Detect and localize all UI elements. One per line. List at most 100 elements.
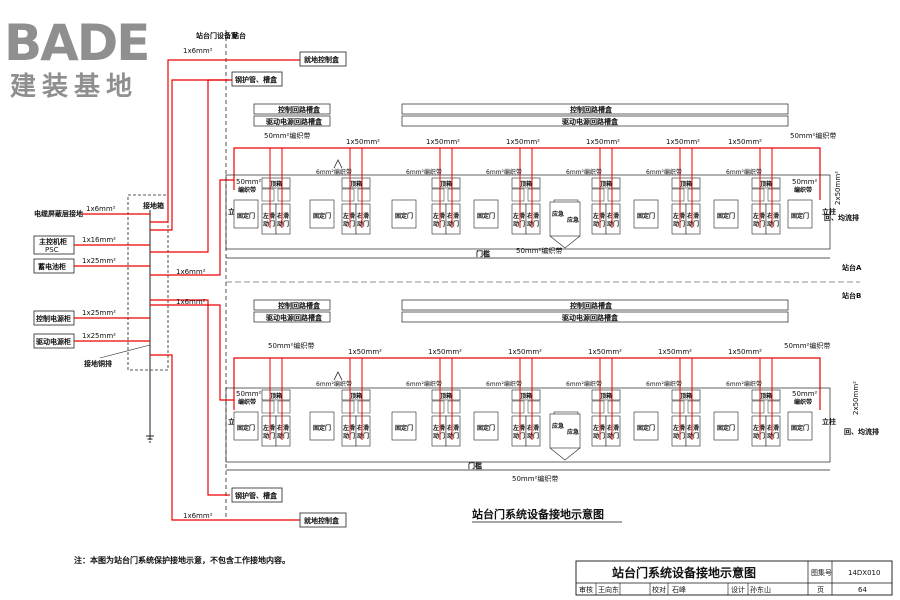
- sliding-sub-label: 动门: [447, 220, 459, 228]
- emergency-door: [549, 413, 581, 449]
- platform-a-label: 站台A: [842, 263, 862, 272]
- top-box-label: 顶箱: [350, 180, 362, 188]
- cable-label-psc: 1x16mm²: [82, 236, 116, 244]
- braid-6mm-label: 6mm²编织带: [486, 168, 522, 176]
- cable-a-2: 1x50mm²: [426, 138, 460, 146]
- fixed-door: [713, 411, 739, 441]
- sliding-sub-label: 动门: [593, 220, 605, 228]
- psc-label-line2: PSC: [45, 246, 59, 254]
- fixed-door-label: 固定门: [313, 212, 331, 220]
- lamp-box: [431, 400, 445, 414]
- top-box-label: 顶箱: [600, 180, 612, 188]
- top-box: [671, 389, 701, 401]
- cable-label-drive: 1x25mm²: [82, 332, 116, 340]
- ground-bar-label: 接地铜排: [84, 359, 112, 368]
- atlas-number: 14DX010: [848, 569, 880, 577]
- designer-name: 孙东山: [750, 585, 771, 594]
- lamp-box: [527, 188, 541, 202]
- cable-label-ctrl: 1x25mm²: [82, 309, 116, 317]
- top-box-label: 顶箱: [440, 180, 452, 188]
- top-box: [261, 177, 291, 189]
- lamp-box: [527, 400, 541, 414]
- sliding-door-right: [355, 203, 371, 235]
- cable-b-6: 1x50mm²: [728, 348, 762, 356]
- cable-a-5: 1x50mm²: [666, 138, 700, 146]
- lamp-box: [431, 188, 445, 202]
- ground-box-label: 接地箱: [143, 201, 164, 210]
- lamp-box: [357, 400, 371, 414]
- title-block-title: 站台门系统设备接地示意图: [612, 565, 756, 580]
- emergency-label-2: 应急: [567, 428, 579, 436]
- braid-end-head: 50mm²: [792, 390, 818, 398]
- braid-6mm-label: 6mm²编织带: [726, 168, 762, 176]
- sliding-right-label: 右滑: [526, 424, 539, 432]
- zone-equipment-room: 站台门设备室: [196, 31, 238, 40]
- cable-b-4: 1x50mm²: [588, 348, 622, 356]
- sliding-sub-label: 动门: [513, 220, 525, 228]
- sliding-sub-label: 动门: [753, 432, 765, 440]
- reviewer-name: 王向东: [598, 585, 619, 594]
- sliding-sub-label: 动门: [767, 432, 779, 440]
- fixed-door: [633, 199, 659, 229]
- emergency-label: 应急: [552, 422, 564, 430]
- fixed-door: [473, 411, 499, 441]
- sliding-door-right: [765, 415, 781, 447]
- sliding-left-label: 左滑: [342, 212, 355, 220]
- cable-label-battery: 1x25mm²: [82, 257, 116, 265]
- braid-b-right: 50mm²编织带: [784, 341, 830, 350]
- fixed-door-label: 固定门: [313, 424, 331, 432]
- fixed-door: [391, 411, 417, 441]
- psc-label-line1: 主控机柜: [39, 237, 67, 246]
- sliding-left-label: 左滑: [752, 424, 765, 432]
- braid-6mm-label: 6mm²编织带: [316, 168, 352, 176]
- lamp-box: [767, 400, 781, 414]
- fixed-door-label: 固定门: [477, 424, 495, 432]
- sliding-sub-label: 动门: [343, 432, 355, 440]
- fixed-door-label: 固定门: [477, 212, 495, 220]
- sliding-left-label: 左滑: [262, 212, 275, 220]
- cable-a-4: 1x50mm²: [586, 138, 620, 146]
- local-ctrl-box-bottom: [299, 512, 347, 528]
- tray-drive-a-right: 驱动电源回路槽盒: [562, 117, 619, 126]
- braid-6mm-label: 6mm²编织带: [566, 168, 602, 176]
- design-label: 设计: [731, 585, 745, 594]
- lamp-box: [447, 400, 461, 414]
- top-box: [751, 177, 781, 189]
- lamp-box: [511, 400, 525, 414]
- ctrl-power-label: 控制电源柜: [36, 314, 71, 323]
- braid-6mm-label: 6mm²编织带: [406, 168, 442, 176]
- pipe-label-top: 钢护管、槽盒: [235, 75, 278, 84]
- lamp-box: [357, 188, 371, 202]
- sliding-sub-label: 动门: [433, 220, 445, 228]
- top-box-label: 顶箱: [440, 392, 452, 400]
- top-box-label: 顶箱: [520, 392, 532, 400]
- cable-b-rail: 2x50mm²: [852, 381, 860, 415]
- sliding-left-label: 左滑: [262, 424, 275, 432]
- door-units-b: 固定门固定门固定门固定门固定门固定门固定门固定门顶箱左滑右滑动门动门顶箱左滑右滑…: [233, 358, 818, 461]
- checker-name: 石峰: [672, 585, 686, 594]
- sliding-sub-label: 动门: [527, 220, 539, 228]
- sliding-left-label: 左滑: [432, 212, 445, 220]
- platform-b-label: 站台B: [842, 291, 861, 300]
- braid-6mm-label: 6mm²编织带: [406, 380, 442, 388]
- fixed-door: [787, 411, 813, 441]
- braid-b-left: 50mm²编织带: [268, 341, 314, 350]
- pipe-box-bottom: [231, 487, 283, 503]
- fixed-door-label: 固定门: [395, 424, 413, 432]
- fixed-door: [473, 199, 499, 229]
- fixed-door-label: 固定门: [395, 212, 413, 220]
- sliding-sub-label: 动门: [263, 220, 275, 228]
- cable-b-5: 1x50mm²: [658, 348, 692, 356]
- lamp-box: [277, 400, 291, 414]
- braid-end-label: 编织带: [238, 186, 256, 194]
- sliding-door-right: [275, 415, 291, 447]
- emergency-swing: [549, 447, 581, 461]
- sliding-left-label: 左滑: [672, 424, 685, 432]
- tray-ctrl-b-right: 控制回路槽盒: [570, 301, 613, 310]
- battery-label: 蓄电池柜: [38, 262, 66, 271]
- pipe-label-bottom: 钢护管、槽盒: [235, 491, 278, 500]
- emergency-label: 应急: [552, 210, 564, 218]
- lamp-box: [341, 400, 355, 414]
- braid-end-head: 50mm²: [236, 178, 262, 186]
- local-ctrl-label-top: 就地控制盒: [304, 55, 340, 64]
